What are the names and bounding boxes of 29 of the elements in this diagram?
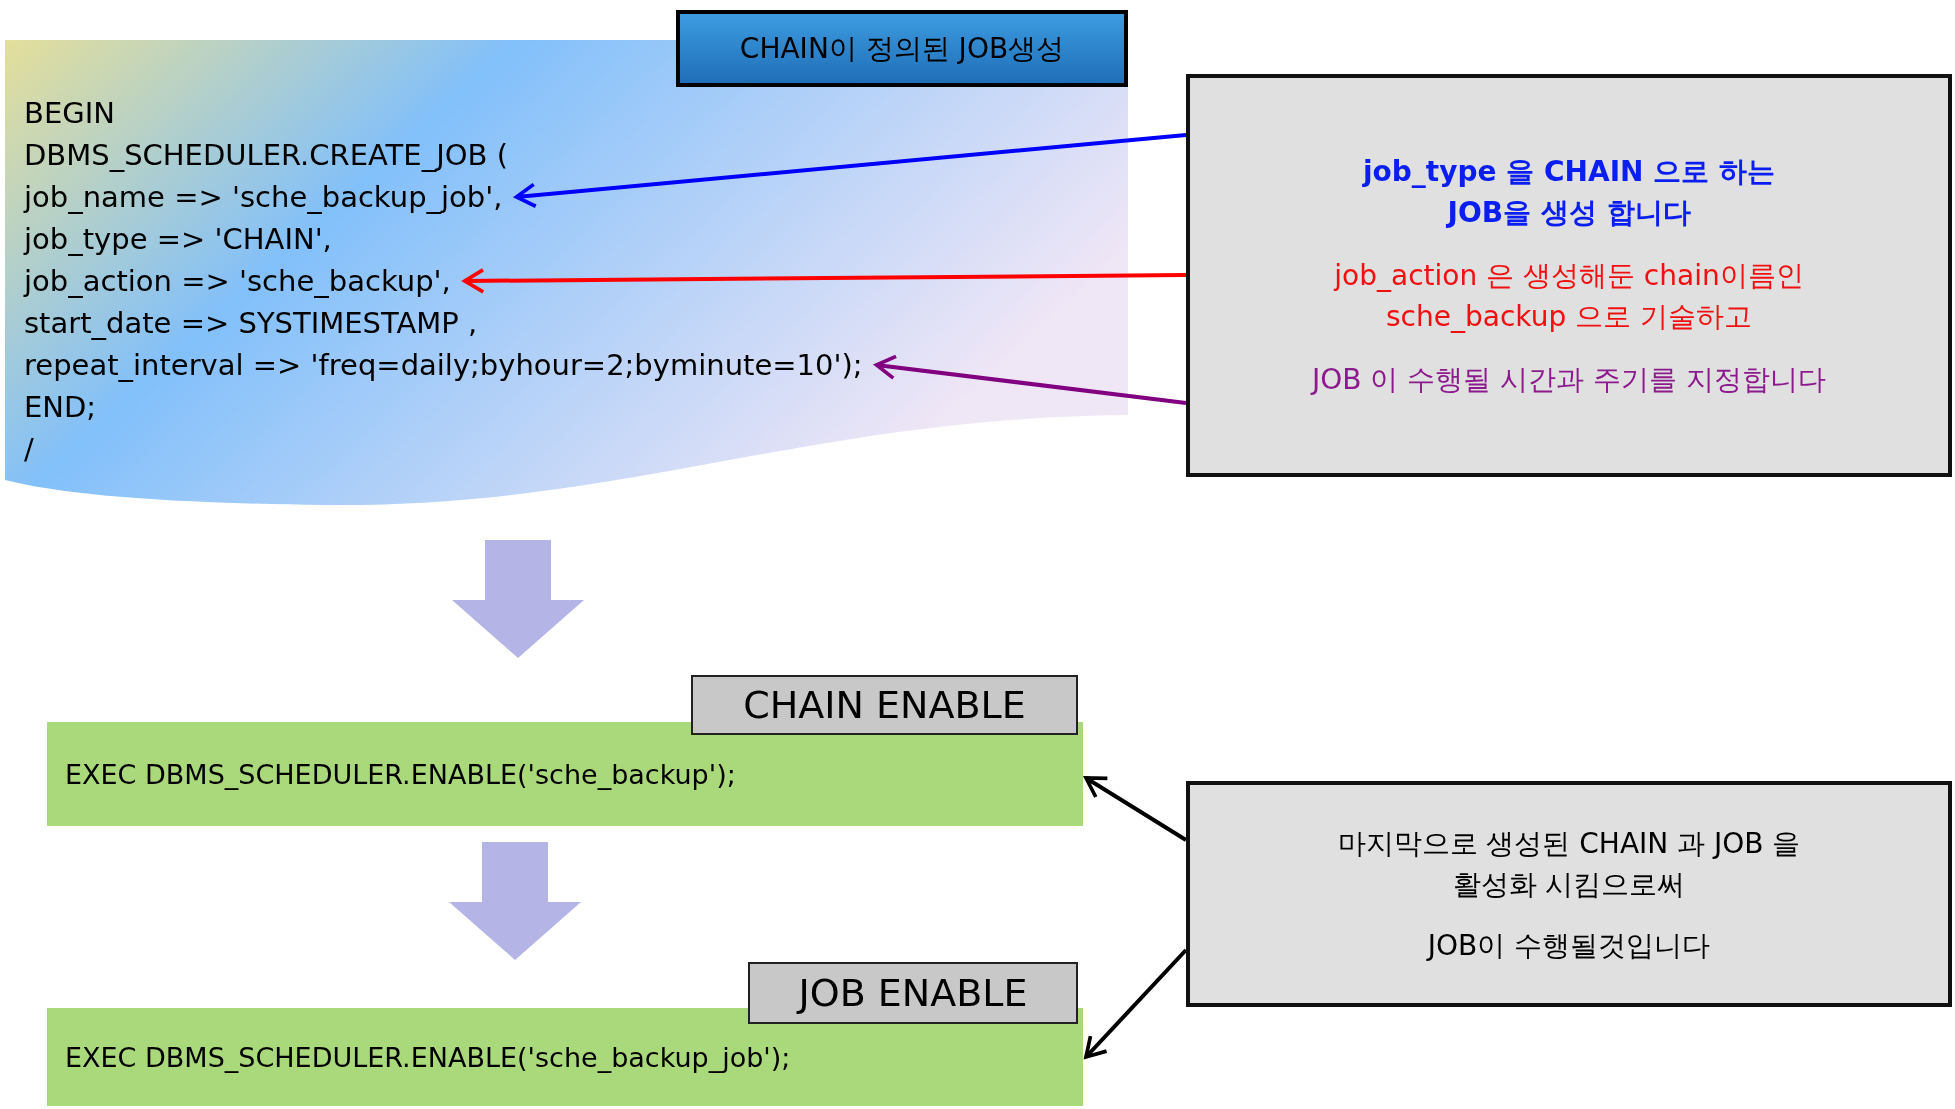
- code-line: DBMS_SCHEDULER.CREATE_JOB (: [24, 135, 508, 175]
- arrow: [514, 133, 1187, 209]
- block-arrow: [449, 842, 581, 960]
- section-label: CHAIN ENABLE: [691, 675, 1078, 735]
- section-label: JOB ENABLE: [748, 962, 1078, 1024]
- arrow: [1084, 948, 1188, 1059]
- code-text: EXEC DBMS_SCHEDULER.ENABLE('sche_backup');: [65, 758, 736, 790]
- note-text: job_action 은 생성해둔 chain이름인 sche_backup 으로 기술하고: [1332, 258, 1805, 335]
- title-banner: CHAIN이 정의된 JOB생성: [676, 10, 1128, 87]
- code-line: /: [24, 429, 34, 469]
- code-line: END;: [24, 387, 97, 427]
- command-bar: [47, 722, 1083, 826]
- note-text: job_type 을 CHAIN 으로 하는 JOB을 생성 합니다: [1361, 154, 1776, 231]
- code-line: job_action => 'sche_backup',: [24, 261, 451, 301]
- code-line: start_date => SYSTIMESTAMP ,: [24, 303, 478, 343]
- note-text: JOB이 수행될것입니다: [1427, 927, 1711, 964]
- note-text: 마지막으로 생성된 CHAIN 과 JOB 을 활성화 시킴으로써: [1336, 825, 1802, 903]
- note-box: [1186, 74, 1952, 477]
- code-line: repeat_interval => 'freq=daily;byhour=2;byminute=10');: [24, 345, 863, 385]
- arrow: [462, 268, 1186, 294]
- arrow: [874, 354, 1187, 405]
- arrow: [1084, 776, 1188, 842]
- code-line: job_name => 'sche_backup_job',: [24, 177, 503, 217]
- code-line: BEGIN: [24, 93, 115, 133]
- note-text: JOB 이 수행될 시간과 주기를 지정합니다: [1312, 362, 1826, 398]
- block-arrow: [452, 540, 584, 658]
- note-box: [1186, 781, 1952, 1007]
- code-line: job_type => 'CHAIN',: [24, 219, 332, 259]
- code-text: EXEC DBMS_SCHEDULER.ENABLE('sche_backup_job');: [65, 1041, 791, 1073]
